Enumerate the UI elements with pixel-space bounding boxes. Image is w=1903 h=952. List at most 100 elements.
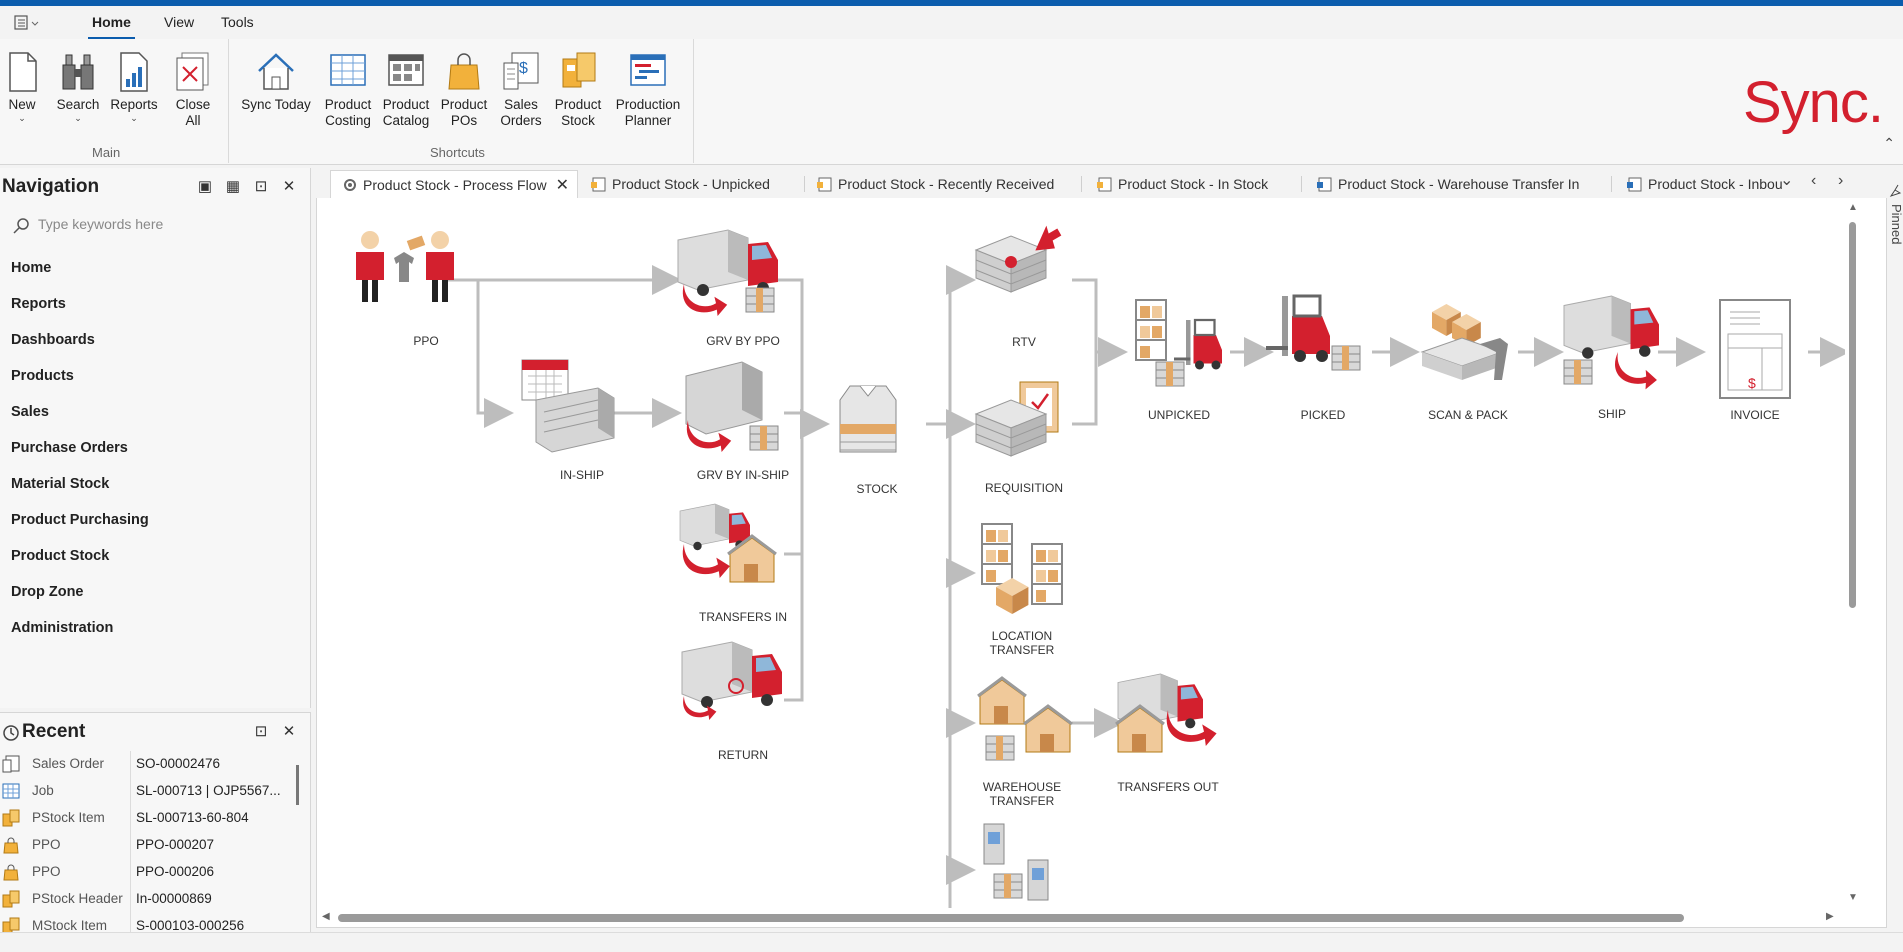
ribbon: New ⌄ Search ⌄ Reports ⌄ Close All Main … bbox=[0, 39, 1903, 165]
product-costing-button[interactable]: Product Costing bbox=[322, 49, 374, 129]
recent-row-value: SO-00002476 bbox=[136, 756, 221, 771]
flow-label-ppo: PPO bbox=[413, 334, 439, 348]
recent-row[interactable]: PStock Item SL-000713-60-804 bbox=[0, 805, 290, 832]
tab-scroll-right-icon[interactable]: › bbox=[1838, 172, 1844, 189]
recent-row[interactable]: MStock Item S-000103-000256 bbox=[0, 913, 290, 933]
column-divider bbox=[130, 832, 131, 859]
tab-label: Product Stock - Warehouse Transfer In bbox=[1338, 176, 1580, 192]
report-chart-icon bbox=[120, 52, 148, 92]
horizontal-scrollbar[interactable]: ◀ ▶ bbox=[318, 909, 1845, 927]
flow-label-line: TRANSFER bbox=[989, 794, 1055, 808]
close-all-icon bbox=[176, 52, 209, 91]
horizontal-scroll-thumb[interactable] bbox=[338, 914, 1684, 922]
nav-item-sales[interactable]: Sales bbox=[11, 404, 49, 420]
chevron-down-icon: ⌄ bbox=[18, 113, 26, 123]
production-planner-button[interactable]: Production Planner bbox=[612, 49, 684, 129]
recent-row-value: S-000103-000256 bbox=[136, 918, 245, 933]
close-icon[interactable]: ✕ bbox=[282, 178, 296, 195]
nav-item-home[interactable]: Home bbox=[11, 260, 52, 276]
shopping-bag-icon bbox=[3, 837, 19, 854]
product-stock-label: Product Stock bbox=[554, 97, 602, 128]
tab-unpicked[interactable]: Product Stock - Unpicked bbox=[580, 170, 800, 198]
close-icon[interactable]: ✕ bbox=[555, 177, 569, 194]
app-menu-icon bbox=[14, 15, 39, 30]
scroll-right-icon[interactable]: ▶ bbox=[1826, 911, 1834, 922]
nav-item-administration[interactable]: Administration bbox=[11, 620, 114, 636]
ppo-node bbox=[356, 231, 454, 302]
tab-in-stock[interactable]: Product Stock - In Stock bbox=[1086, 170, 1306, 198]
navigation-tools: ▣ ▦ ⊡ ✕ bbox=[196, 178, 298, 196]
close-all-button[interactable]: Close All bbox=[170, 49, 216, 129]
mstock-item-icon bbox=[2, 917, 20, 933]
menu-tab-view[interactable]: View bbox=[164, 14, 195, 30]
tab-inbound[interactable]: Product Stock - Inbou bbox=[1616, 170, 1801, 198]
vertical-scroll-thumb[interactable] bbox=[1849, 222, 1856, 608]
product-stock-icon bbox=[562, 52, 596, 88]
tab-separator bbox=[1611, 176, 1612, 192]
recent-row[interactable]: Sales Order SO-00002476 bbox=[0, 751, 290, 778]
scroll-left-icon[interactable]: ◀ bbox=[322, 911, 330, 922]
nav-item-products[interactable]: Products bbox=[11, 368, 74, 384]
recent-row[interactable]: PPO PPO-000206 bbox=[0, 859, 290, 886]
production-planner-label: Production Planner bbox=[615, 97, 681, 128]
pin-icon[interactable]: ⊡ bbox=[254, 723, 268, 740]
column-divider bbox=[130, 859, 131, 886]
recent-row-value: PPO-000207 bbox=[136, 837, 215, 852]
spreadsheet-icon bbox=[330, 54, 366, 86]
nav-item-product-purchasing[interactable]: Product Purchasing bbox=[11, 512, 149, 528]
sync-today-button[interactable]: Sync Today bbox=[240, 49, 312, 113]
navigation-search-placeholder: Type keywords here bbox=[38, 216, 164, 232]
recent-row[interactable]: Job SL-000713 | OJP5567... bbox=[0, 778, 290, 805]
nav-item-product-stock[interactable]: Product Stock bbox=[11, 548, 110, 564]
app-menu-button[interactable] bbox=[12, 14, 42, 32]
menu-tab-home[interactable]: Home bbox=[88, 14, 135, 40]
tab-label: Product Stock - In Stock bbox=[1118, 176, 1269, 192]
close-icon[interactable]: ✕ bbox=[282, 723, 296, 740]
recent-tools: ⊡ ✕ bbox=[252, 723, 298, 741]
flow-label-grv-by-in-ship: GRV BY IN-SHIP bbox=[696, 468, 790, 482]
recent-scrollbar[interactable] bbox=[296, 765, 299, 805]
product-pos-button[interactable]: Product POs bbox=[440, 49, 488, 129]
recent-row[interactable]: PPO PPO-000207 bbox=[0, 832, 290, 859]
nav-item-material-stock[interactable]: Material Stock bbox=[11, 476, 110, 492]
vertical-scrollbar[interactable]: ▲ ▼ bbox=[1845, 200, 1861, 910]
navigation-title: Navigation bbox=[2, 176, 100, 197]
pin-icon[interactable]: ⊡ bbox=[254, 178, 268, 195]
product-stock-button[interactable]: Product Stock bbox=[554, 49, 602, 129]
sales-orders-button[interactable]: $ Sales Orders bbox=[497, 49, 545, 129]
ribbon-collapse-icon[interactable]: ⌃ bbox=[1883, 135, 1895, 151]
reports-button[interactable]: Reports ⌄ bbox=[108, 49, 160, 123]
new-button[interactable]: New ⌄ bbox=[2, 49, 42, 123]
nav-item-purchase-orders[interactable]: Purchase Orders bbox=[11, 440, 128, 456]
close-all-button-label: Close All bbox=[175, 97, 211, 128]
ribbon-group-main-label: Main bbox=[92, 145, 121, 160]
nav-item-reports[interactable]: Reports bbox=[11, 296, 66, 312]
navigation-search-input[interactable]: Type keywords here bbox=[10, 212, 300, 238]
tab-recently-received[interactable]: Product Stock - Recently Received bbox=[806, 170, 1086, 198]
tab-process-flow[interactable]: Product Stock - Process Flow ✕ bbox=[330, 170, 578, 198]
search-button-label: Search bbox=[56, 97, 100, 112]
tab-scroll-left-icon[interactable]: ‹ bbox=[1811, 172, 1817, 189]
tab-list-dropdown-icon[interactable]: ⌄ bbox=[1780, 172, 1794, 189]
shopping-bag-icon bbox=[448, 53, 480, 90]
nav-item-drop-zone[interactable]: Drop Zone bbox=[11, 584, 84, 600]
flow-label-ship: SHIP bbox=[1597, 407, 1626, 421]
ribbon-group-separator bbox=[693, 39, 694, 163]
flow-label-picked: PICKED bbox=[1300, 408, 1346, 422]
layout-icon[interactable]: ▣ bbox=[197, 178, 213, 195]
navigation-panel: Navigation ▣ ▦ ⊡ ✕ Type keywords here Ho… bbox=[0, 168, 311, 708]
recent-row-type: MStock Item bbox=[32, 918, 108, 933]
search-button[interactable]: Search ⌄ bbox=[54, 49, 102, 123]
menu-tab-tools[interactable]: Tools bbox=[221, 14, 254, 30]
scroll-up-icon[interactable]: ▲ bbox=[1848, 202, 1858, 213]
flow-label-rtv: RTV bbox=[1012, 335, 1036, 349]
tab-warehouse-transfer-in[interactable]: Product Stock - Warehouse Transfer In bbox=[1306, 170, 1626, 198]
recent-row[interactable]: PStock Header In-00000869 bbox=[0, 886, 290, 913]
scroll-down-icon[interactable]: ▼ bbox=[1848, 892, 1858, 903]
column-divider bbox=[130, 913, 131, 933]
pinned-side-panel[interactable]: Pinned bbox=[1887, 168, 1903, 268]
nav-item-dashboards[interactable]: Dashboards bbox=[11, 332, 95, 348]
customize-icon[interactable]: ▦ bbox=[225, 178, 241, 195]
flow-label-grv-by-ppo: GRV BY PPO bbox=[706, 334, 780, 348]
product-catalog-button[interactable]: Product Catalog bbox=[380, 49, 432, 129]
